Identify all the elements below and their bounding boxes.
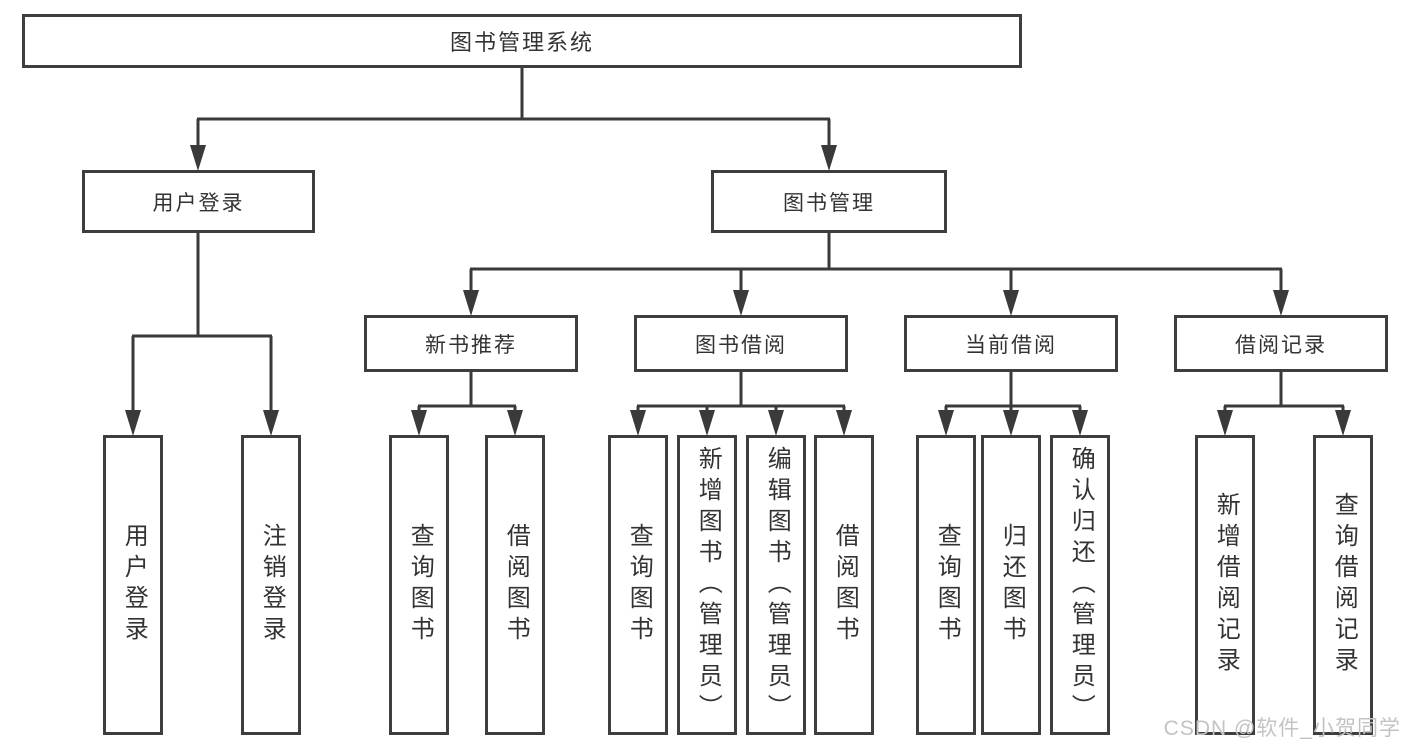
node-label: 编辑图书（管理员）: [763, 445, 791, 725]
node-label: 用户登录: [152, 191, 245, 215]
node-label: 新书推荐: [425, 333, 517, 357]
node-label: 注销登录: [258, 523, 286, 647]
leaf-records-add-record: 新增借阅记录: [1195, 435, 1255, 735]
leaf-current-query-books: 查询图书: [916, 435, 976, 735]
node-label: 确认归还（管理员）: [1067, 445, 1095, 725]
node-new-book-recommend: 新书推荐: [364, 315, 578, 372]
leaf-current-return-books: 归还图书: [981, 435, 1041, 735]
node-current-borrow: 当前借阅: [904, 315, 1118, 372]
leaf-borrow-add-books-admin: 新增图书（管理员）: [677, 435, 737, 735]
node-book-borrow: 图书借阅: [634, 315, 848, 372]
node-user-login: 用户登录: [82, 170, 315, 233]
node-label: 当前借阅: [965, 333, 1057, 357]
leaf-logout: 注销登录: [241, 435, 301, 735]
leaf-recommend-borrow-books: 借阅图书: [485, 435, 545, 735]
node-label: 借阅图书: [831, 523, 859, 647]
node-label: 新增图书（管理员）: [694, 445, 722, 725]
node-library-management-system: 图书管理系统: [22, 14, 1022, 68]
leaf-user-login: 用户登录: [103, 435, 163, 735]
leaf-borrow-borrow-books: 借阅图书: [814, 435, 874, 735]
node-label: 用户登录: [120, 523, 148, 647]
leaf-borrow-edit-books-admin: 编辑图书（管理员）: [746, 435, 806, 735]
node-label: 图书管理系统: [449, 30, 594, 55]
node-label: 查询图书: [933, 523, 961, 647]
node-label: 图书借阅: [695, 333, 787, 357]
leaf-records-query-record: 查询借阅记录: [1313, 435, 1373, 735]
node-label: 借阅记录: [1235, 333, 1327, 357]
node-book-management: 图书管理: [711, 170, 947, 233]
node-borrow-records: 借阅记录: [1174, 315, 1388, 372]
node-label: 新增借阅记录: [1212, 492, 1240, 678]
node-label: 查询图书: [406, 523, 434, 647]
csdn-watermark: CSDN @软件_小贺同学: [1163, 717, 1401, 740]
leaf-borrow-query-books: 查询图书: [608, 435, 668, 735]
leaf-recommend-query-books: 查询图书: [389, 435, 449, 735]
node-label: 查询图书: [625, 523, 653, 647]
node-label: 借阅图书: [502, 523, 530, 647]
leaf-current-confirm-return-admin: 确认归还（管理员）: [1050, 435, 1110, 735]
node-label: 查询借阅记录: [1330, 492, 1358, 678]
node-label: 图书管理: [783, 191, 875, 215]
node-label: 归还图书: [998, 523, 1026, 647]
